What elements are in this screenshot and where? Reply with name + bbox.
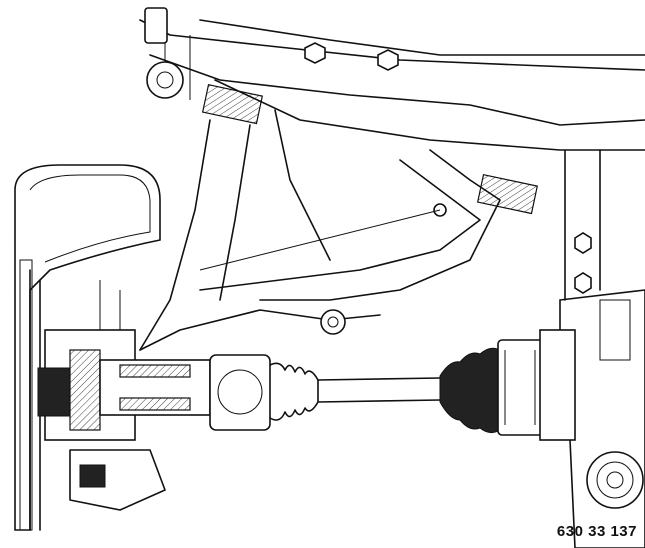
wheel-and-tire [14,164,161,531]
rubber-mounts [201,83,539,217]
drive-shaft [209,339,544,436]
differential [539,149,645,548]
frame-rail [139,7,645,151]
wheel-hub [37,280,211,511]
part-number-label: 630 33 137 [556,523,637,540]
trailing-arm [139,109,501,351]
